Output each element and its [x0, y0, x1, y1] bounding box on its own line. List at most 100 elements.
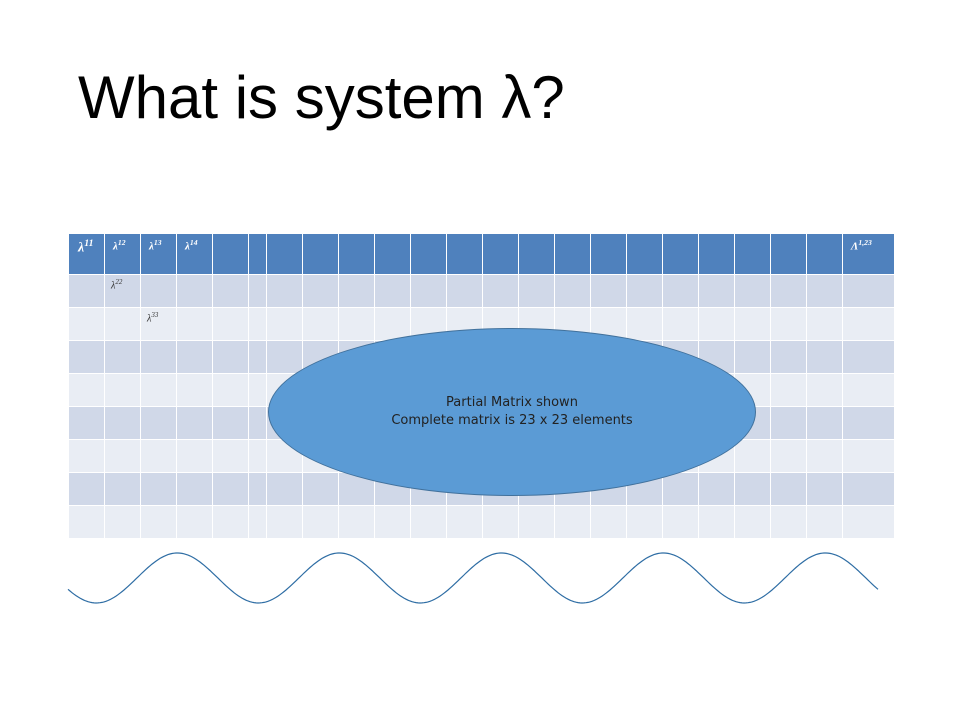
- matrix-cell: [806, 307, 843, 341]
- matrix-cell: [140, 373, 177, 407]
- matrix-cell: [140, 472, 177, 506]
- matrix-index: 1,23: [858, 238, 872, 247]
- matrix-cell: [482, 505, 519, 539]
- matrix-cell: [104, 472, 141, 506]
- matrix-header-cell: λ12: [104, 233, 141, 275]
- matrix-symbol: λ: [185, 240, 190, 253]
- matrix-cell: [446, 274, 483, 308]
- matrix-cell: [302, 307, 339, 341]
- matrix-header-cell: [410, 233, 447, 275]
- matrix-cell: [626, 307, 663, 341]
- matrix-cell: [248, 472, 267, 506]
- matrix-cell: [842, 505, 895, 539]
- matrix-cell: [806, 406, 843, 440]
- matrix-cell: [554, 505, 591, 539]
- matrix-cell: [68, 505, 105, 539]
- matrix-cell: [266, 307, 303, 341]
- matrix-cell: [68, 439, 105, 473]
- matrix-cell: [302, 472, 339, 506]
- matrix-cell: [212, 472, 249, 506]
- matrix-cell: [176, 472, 213, 506]
- matrix-symbol: λ: [78, 240, 85, 256]
- matrix-cell: [662, 472, 699, 506]
- matrix-cell: [410, 274, 447, 308]
- matrix-cell: [770, 373, 807, 407]
- matrix-cell: [734, 274, 771, 308]
- matrix-cell: [68, 406, 105, 440]
- matrix-cell: [374, 307, 411, 341]
- matrix-cell: [104, 505, 141, 539]
- matrix-header-cell: λ13: [140, 233, 177, 275]
- matrix-index: 14: [189, 238, 198, 247]
- callout-line-complete: Complete matrix is 23 x 23 elements: [391, 413, 633, 428]
- matrix-cell: λ22: [104, 274, 141, 308]
- matrix-cell: [176, 307, 213, 341]
- matrix-index: 33: [151, 311, 159, 319]
- matrix-cell: [590, 274, 627, 308]
- matrix-symbol: λ: [111, 280, 116, 292]
- matrix-cell: [770, 307, 807, 341]
- matrix-cell: [248, 439, 267, 473]
- matrix-cell: [248, 505, 267, 539]
- sine-wave-path: [67, 552, 879, 604]
- matrix-cell: [248, 307, 267, 341]
- matrix-symbol: λ: [113, 240, 118, 253]
- matrix-header-cell: [770, 233, 807, 275]
- matrix-header-cell: [482, 233, 519, 275]
- matrix-cell: [104, 307, 141, 341]
- matrix-cell: [266, 472, 303, 506]
- matrix-cell: [212, 307, 249, 341]
- callout-line-partial: Partial Matrix shown: [446, 394, 578, 410]
- matrix-header-cell: Λ1,23: [842, 233, 895, 275]
- matrix-cell: [212, 274, 249, 308]
- matrix-cell: [698, 472, 735, 506]
- matrix-cell: [68, 307, 105, 341]
- matrix-cell: [302, 505, 339, 539]
- sine-wave-graphic: [67, 552, 879, 604]
- matrix-cell: [176, 373, 213, 407]
- matrix-cell: [374, 274, 411, 308]
- matrix-cell: [770, 406, 807, 440]
- matrix-cell: [176, 406, 213, 440]
- matrix-cell: [518, 274, 555, 308]
- matrix-cell: [770, 439, 807, 473]
- matrix-header-cell: λ11: [68, 233, 105, 275]
- matrix-cell: [842, 373, 895, 407]
- matrix-cell: [338, 307, 375, 341]
- matrix-cell: [734, 439, 771, 473]
- matrix-cell: [248, 406, 267, 440]
- matrix-cell: [68, 373, 105, 407]
- matrix-index: 13: [153, 238, 162, 247]
- matrix-cell: [590, 505, 627, 539]
- matrix-header-cell: [554, 233, 591, 275]
- matrix-cell: [554, 274, 591, 308]
- matrix-cell: [410, 505, 447, 539]
- matrix-symbol: λ: [149, 240, 154, 253]
- matrix-cell: [212, 340, 249, 374]
- matrix-cell: [734, 505, 771, 539]
- matrix-cell: [806, 505, 843, 539]
- matrix-cell: [212, 439, 249, 473]
- matrix-index: 22: [115, 278, 123, 286]
- matrix-cell: [806, 472, 843, 506]
- matrix-cell: [248, 340, 267, 374]
- matrix-cell: [842, 307, 895, 341]
- matrix-cell: [770, 472, 807, 506]
- matrix-cell: [446, 505, 483, 539]
- matrix-cell: [806, 439, 843, 473]
- matrix-cell: [770, 505, 807, 539]
- matrix-cell: [842, 406, 895, 440]
- matrix-header-cell: [662, 233, 699, 275]
- matrix-header-cell: [446, 233, 483, 275]
- matrix-cell: [140, 505, 177, 539]
- matrix-cell: [68, 340, 105, 374]
- matrix-cell: λ33: [140, 307, 177, 341]
- matrix-cell: [662, 274, 699, 308]
- matrix-cell: [842, 274, 895, 308]
- matrix-index: 11: [84, 238, 94, 249]
- matrix-cell: [662, 505, 699, 539]
- matrix-header-cell: λ14: [176, 233, 213, 275]
- matrix-header-cell: [374, 233, 411, 275]
- matrix-symbol: Λ: [851, 240, 859, 253]
- matrix-cell: [68, 472, 105, 506]
